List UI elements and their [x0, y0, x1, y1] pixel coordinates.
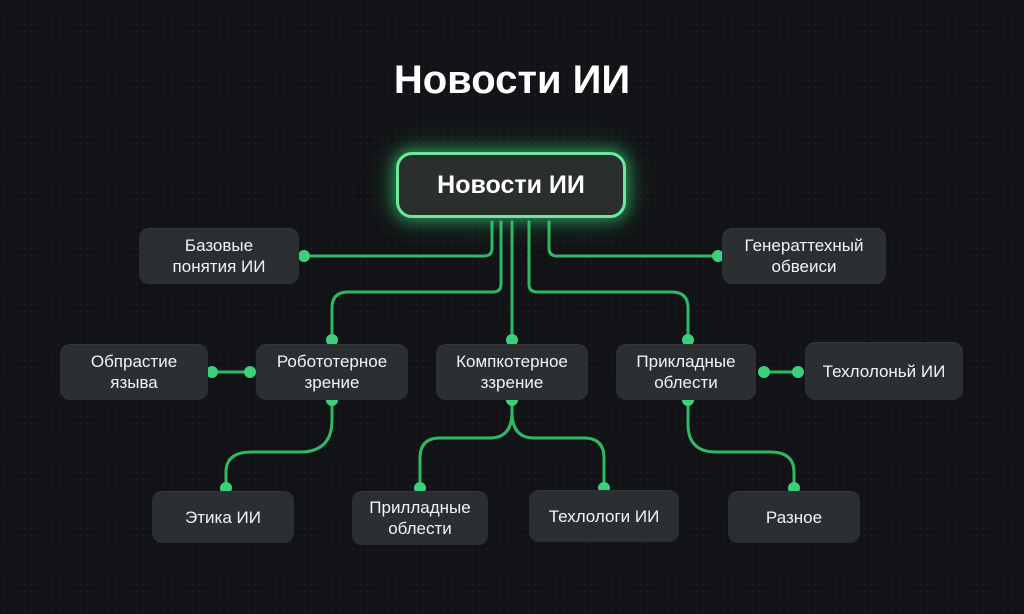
node-language-area[interactable]: Обпрастие языва — [60, 344, 208, 400]
connector-dot — [326, 334, 338, 346]
connector-dot — [682, 334, 694, 346]
node-computer-vision[interactable]: Компкотерное ззрение — [436, 344, 588, 400]
root-node[interactable]: Новости ИИ — [396, 152, 626, 218]
node-applied-areas-2[interactable]: Прилладные облести — [352, 491, 488, 545]
edge-cv-technologies — [510, 410, 606, 490]
connector-dot — [712, 250, 724, 262]
node-generative[interactable]: Генераттехный обвеиси — [722, 228, 886, 284]
edge-applied-misc — [686, 398, 796, 490]
node-tech-ai[interactable]: Техлолоньй ИИ — [805, 342, 963, 400]
node-applied-areas[interactable]: Прикладные облести — [616, 344, 756, 400]
edge-root-robot-vision — [330, 220, 503, 342]
connector-dot — [506, 334, 518, 346]
node-basic-concepts[interactable]: Базовые понятия ИИ — [139, 228, 299, 284]
node-technologies[interactable]: Техлологи ИИ — [529, 490, 679, 542]
connector-dot — [298, 250, 310, 262]
connector-dot — [206, 366, 218, 378]
edge-root-generative — [547, 220, 720, 258]
connector-dot — [792, 366, 804, 378]
edge-cv-applied-2 — [418, 398, 514, 490]
connector-dot — [244, 366, 256, 378]
node-ethics[interactable]: Этика ИИ — [152, 491, 294, 543]
edge-root-applied-areas — [527, 220, 690, 342]
connector-dot — [758, 366, 770, 378]
edge-root-basic-concepts — [302, 220, 494, 258]
node-robot-vision[interactable]: Робототерное зрение — [256, 344, 408, 400]
node-misc[interactable]: Разное — [728, 491, 860, 543]
page-title: Новости ИИ — [393, 58, 631, 102]
edge-robot-vision-ethics — [224, 398, 334, 490]
